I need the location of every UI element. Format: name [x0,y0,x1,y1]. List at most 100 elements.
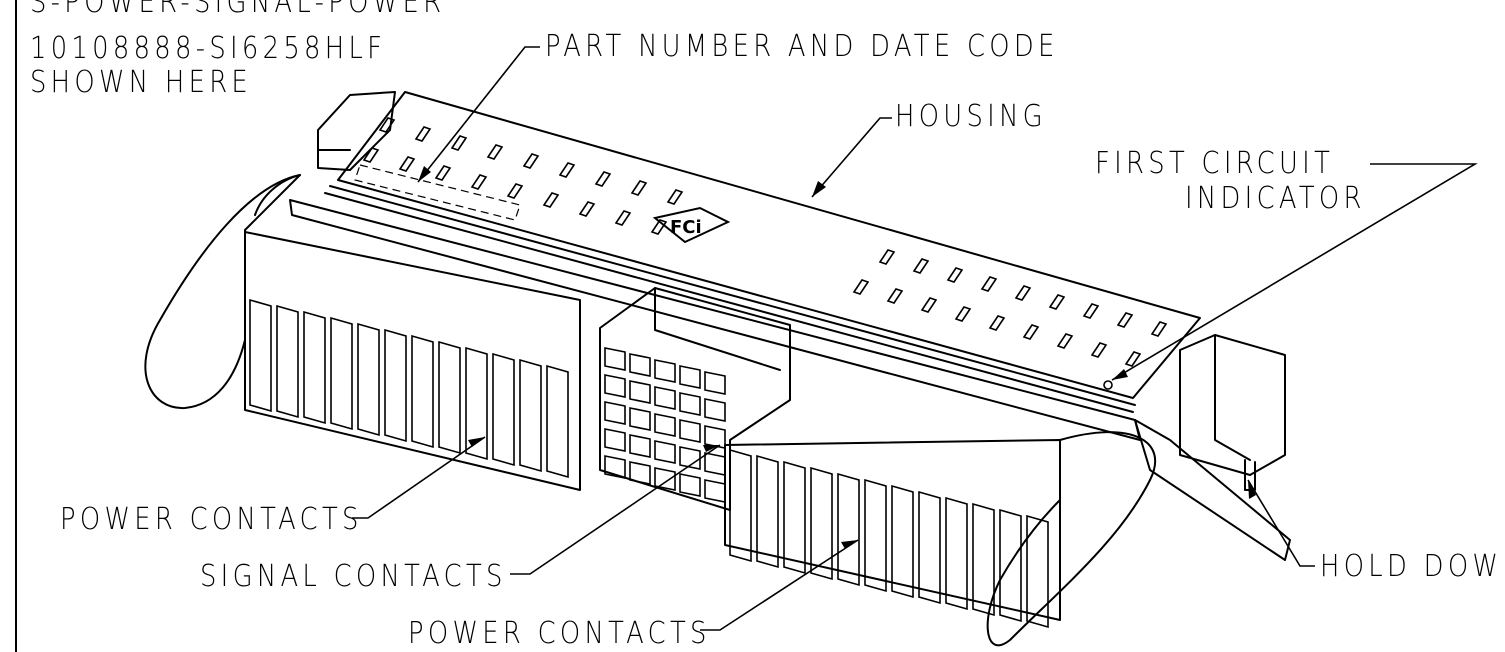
vent-slot [852,279,870,295]
signal-cell [604,374,626,398]
vent-slot [542,192,560,208]
label-indicator: INDICATOR [1185,181,1366,216]
signal-cell [679,446,701,470]
signal-cell [629,353,651,377]
vent-slot [980,276,998,292]
fci-logo: FCi [652,206,731,244]
fci-logo-text: FCi [670,217,702,238]
signal-cell [704,479,726,503]
left-latch [144,174,301,410]
vent-slot [954,306,972,322]
contact-bay [519,358,542,473]
vent-slot [1022,324,1040,340]
vent-slot [886,288,904,304]
vent-slot [470,174,488,190]
vent-slot [666,189,684,205]
signal-cell [604,347,626,371]
contact-bay [729,448,752,563]
left-power-module [244,231,581,491]
vent-slot [434,165,452,181]
label-part-number-date-code: PART NUMBER AND DATE CODE [545,29,1059,64]
contact-bay [276,304,299,419]
vent-slot [1082,303,1100,319]
vent-slot [506,183,524,199]
contact-bay [972,502,995,617]
leader-power-left [352,436,486,519]
vent-slot [362,147,380,163]
vent-slot [946,267,964,283]
leader-signal [510,444,721,575]
signal-cell [654,440,676,464]
vent-slot [920,297,938,313]
signal-cell [679,419,701,443]
signal-cell [654,359,676,383]
vent-slot [1014,285,1032,301]
sheet-border [15,0,17,652]
vent-slot [578,201,596,217]
contact-bay [1026,514,1049,629]
housing-top [337,91,1201,399]
vent-slot [614,210,632,226]
signal-cell [704,371,726,395]
vent-slot [650,219,668,235]
label-power-contacts-bottom: POWER CONTACTS [408,616,711,651]
leader-hold-down [1247,479,1315,567]
contact-bay [303,310,326,425]
left-end-block [317,91,396,171]
contact-bay [783,460,806,575]
vent-slot [1090,342,1108,358]
vent-slot [414,126,432,142]
vent-slot [912,258,930,274]
signal-cell [654,413,676,437]
vent-slot [1116,312,1134,328]
label-power-contacts-left: POWER CONTACTS [60,502,363,537]
vent-slot [398,156,416,172]
signal-cell [679,392,701,416]
contact-bay [249,298,272,413]
right-power-module [724,439,1061,621]
right-latch [986,431,1157,647]
contact-bay [357,322,380,437]
contact-bay [999,508,1022,623]
vent-slot [1056,333,1074,349]
housing-front [289,199,1141,441]
contact-bay [891,484,914,599]
vent-slot [1150,321,1168,337]
contact-bay [330,316,353,431]
signal-cell [604,401,626,425]
label-first-circuit: FIRST CIRCUIT [1095,146,1335,181]
signal-cell [629,380,651,404]
contact-bay [492,352,515,467]
signal-cell [654,386,676,410]
contact-bay [945,496,968,611]
vent-slot [988,315,1006,331]
label-hold-down: HOLD DOWN [1320,549,1505,584]
contact-bay [546,364,569,479]
signal-cell [629,434,651,458]
contact-bay [810,466,833,581]
leader-first-circuit [1111,163,1478,381]
vent-slot [558,162,576,178]
vent-slot [450,135,468,151]
contact-bay [918,490,941,605]
contact-bay [384,328,407,443]
label-housing: HOUSING [895,99,1047,134]
vent-slot [594,171,612,187]
vent-slot [878,249,896,265]
hold-down-block [1179,334,1286,476]
vent-slot [1048,294,1066,310]
contact-bay [756,454,779,569]
signal-cell [629,461,651,485]
vent-slot [630,180,648,196]
contact-bay [465,346,488,461]
signal-cell [679,473,701,497]
signal-cell [704,425,726,449]
vent-slot [1124,351,1142,367]
vent-slot [522,153,540,169]
contact-bay [438,340,461,455]
leader-part-number [417,46,540,183]
contact-bay [411,334,434,449]
contact-bay [864,478,887,593]
